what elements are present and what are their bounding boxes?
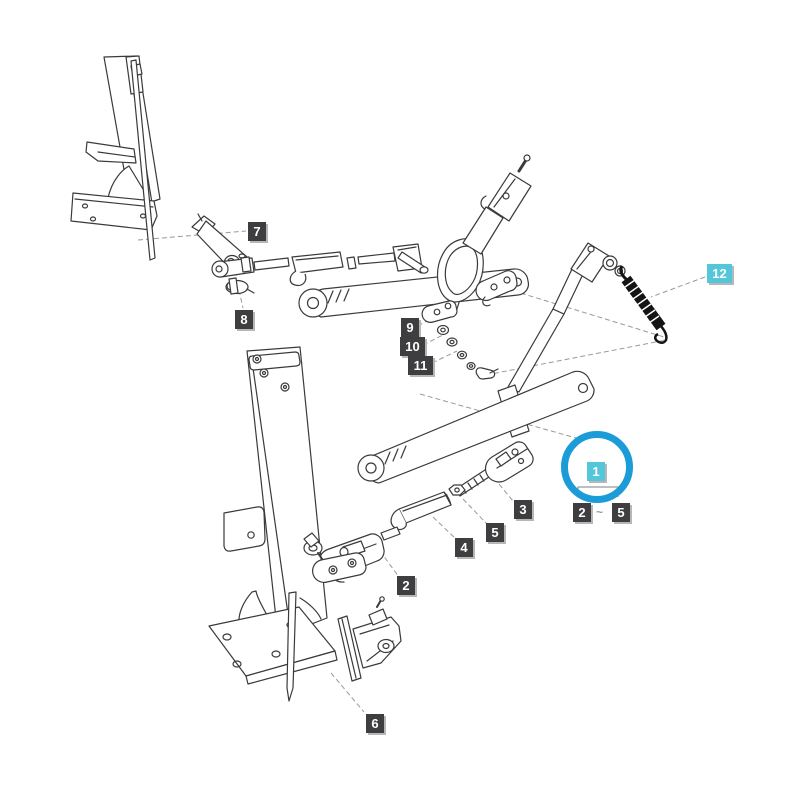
part-6-bracket (337, 596, 402, 682)
part-callout-5[interactable]: 5 (486, 523, 504, 542)
part-callout-6[interactable]: 6 (366, 714, 384, 733)
part-callout-1[interactable]: 1 (587, 462, 605, 481)
part-5-nut (448, 484, 466, 496)
bellcrank-plate (475, 270, 518, 307)
part-callout-4[interactable]: 4 (455, 538, 473, 557)
part-callout-5-group[interactable]: 5 (612, 503, 630, 522)
part-callout-3[interactable]: 3 (514, 500, 532, 519)
part-callout-12[interactable]: 12 (707, 264, 732, 283)
mast-upper (70, 55, 161, 261)
fastener-set-9-10-11 (421, 300, 499, 380)
top-link-assembly (437, 154, 532, 313)
part-callout-2-group[interactable]: 2 (573, 503, 591, 522)
right-lower-arm (357, 370, 595, 484)
mast-lower (208, 346, 367, 702)
highlight-circle-icon (561, 431, 633, 503)
part-3-clevis-rod (455, 441, 534, 497)
range-separator: ~ (596, 505, 604, 519)
part-callout-2[interactable]: 2 (397, 576, 415, 595)
part-8-linkage (211, 253, 290, 295)
part-callout-10[interactable]: 10 (400, 337, 425, 356)
center-turnbuckle (289, 243, 429, 287)
part-callout-7[interactable]: 7 (248, 222, 266, 241)
part-4-sleeve (390, 491, 452, 531)
part-callout-8[interactable]: 8 (235, 310, 253, 329)
spring-icon (619, 265, 668, 344)
part-callout-9[interactable]: 9 (401, 318, 419, 337)
part-callout-11[interactable]: 11 (408, 356, 433, 375)
